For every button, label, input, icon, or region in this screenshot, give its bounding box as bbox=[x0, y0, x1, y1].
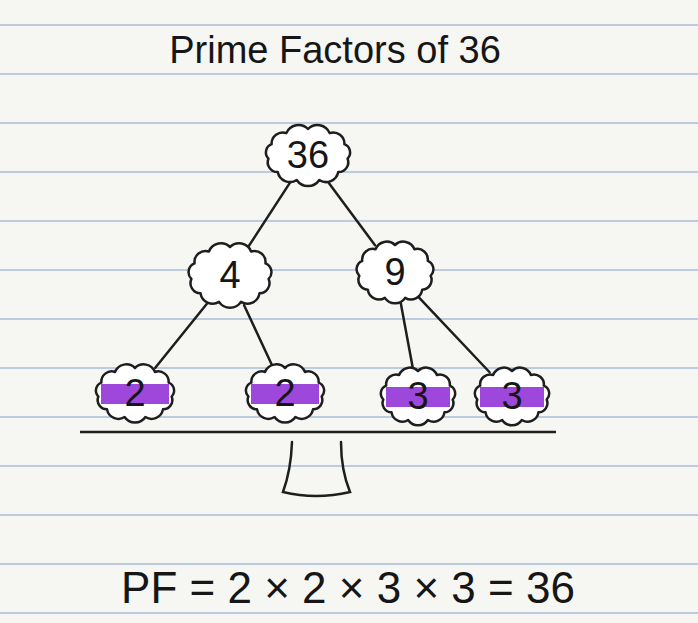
branch-line bbox=[401, 303, 413, 368]
cloud-path bbox=[381, 368, 455, 426]
factor-number: 2 bbox=[274, 374, 295, 412]
factor-number: 9 bbox=[384, 253, 405, 291]
ruled-lines bbox=[0, 25, 698, 613]
factor-cloud: 9 bbox=[352, 238, 438, 306]
factor-cloud: 2 bbox=[241, 361, 329, 425]
branch-line bbox=[249, 182, 290, 246]
title-holder: Prime Factors of 36 bbox=[169, 29, 501, 71]
note-holder: PF = 2 × 2 × 3 × 3 = 36 bbox=[121, 566, 575, 610]
factor-number: 3 bbox=[501, 377, 522, 415]
factor-cloud: 3 bbox=[470, 364, 554, 428]
title: Prime Factors of 36 bbox=[169, 29, 501, 71]
cloud-path bbox=[475, 368, 549, 426]
factor-cloud: 2 bbox=[91, 361, 179, 425]
tree-trunk bbox=[283, 442, 350, 496]
factor-cloud: 3 bbox=[376, 364, 460, 428]
equation-note: PF = 2 × 2 × 3 × 3 = 36 bbox=[121, 566, 575, 610]
factor-number: 4 bbox=[219, 256, 240, 294]
cloud-path bbox=[189, 243, 272, 307]
branch-line bbox=[328, 182, 375, 245]
factor-number: 36 bbox=[287, 136, 329, 174]
cloud-path bbox=[246, 364, 324, 422]
ground-line bbox=[80, 431, 556, 434]
factor-number: 2 bbox=[124, 374, 145, 412]
cloud-path bbox=[96, 364, 174, 422]
branch-line bbox=[155, 302, 208, 367]
factor-cloud: 36 bbox=[261, 122, 355, 188]
cloud-path bbox=[357, 242, 434, 304]
cloud-path bbox=[266, 125, 350, 186]
factor-cloud: 4 bbox=[184, 240, 276, 310]
factor-number: 3 bbox=[407, 377, 428, 415]
branch-line bbox=[419, 297, 490, 372]
branch-line bbox=[244, 305, 272, 365]
